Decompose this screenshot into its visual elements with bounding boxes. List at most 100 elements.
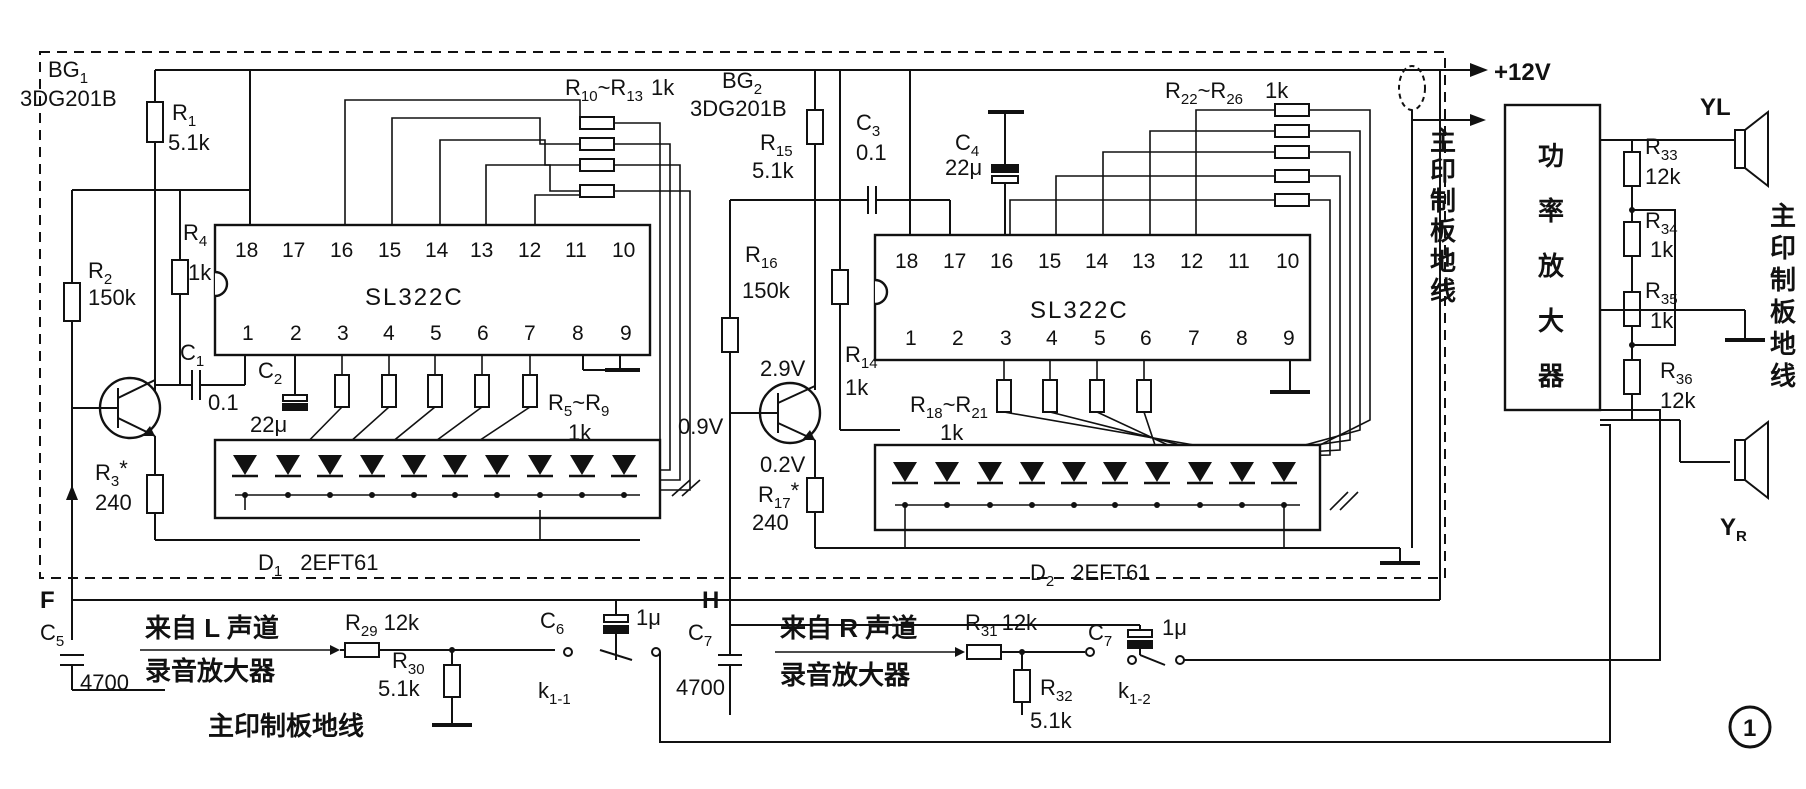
svg-text:R16: R16 xyxy=(745,242,778,272)
svg-text:22μ: 22μ xyxy=(250,412,287,437)
supply-bus: +12V xyxy=(250,59,1551,126)
svg-text:5.1k: 5.1k xyxy=(1030,708,1073,733)
supply-label: +12V xyxy=(1494,59,1551,86)
svg-text:1k: 1k xyxy=(1650,237,1674,262)
svg-text:0.2V: 0.2V xyxy=(760,452,806,477)
svg-text:R5~R9: R5~R9 xyxy=(548,390,609,420)
svg-text:15: 15 xyxy=(1038,250,1061,273)
svg-text:k1-1: k1-1 xyxy=(538,678,571,708)
right-light-arrows xyxy=(1329,491,1359,511)
svg-text:0.1: 0.1 xyxy=(208,390,239,415)
output-network: R33 12k R34 1k R35 1k R36 12k YL YR 主 印 … xyxy=(1600,94,1796,545)
amp-ground-vertical-label: 主 印 制 板 地 线 xyxy=(1770,201,1796,391)
svg-text:R30: R30 xyxy=(392,648,425,678)
svg-text:8: 8 xyxy=(1236,327,1248,350)
svg-text:6: 6 xyxy=(477,322,489,345)
sub-board-outline xyxy=(39,51,1446,579)
svg-text:板: 板 xyxy=(1430,216,1456,246)
svg-text:240: 240 xyxy=(752,510,789,535)
svg-text:C4: C4 xyxy=(955,130,979,160)
svg-text:11: 11 xyxy=(1228,250,1250,273)
svg-text:BG1: BG1 xyxy=(48,57,88,87)
svg-text:18: 18 xyxy=(235,239,258,262)
svg-text:R34: R34 xyxy=(1645,208,1678,238)
main-ground-vertical-label: 主 印 制 板 地 线 xyxy=(1411,110,1456,548)
svg-text:4700: 4700 xyxy=(676,675,725,700)
svg-text:5: 5 xyxy=(430,322,442,345)
svg-text:240: 240 xyxy=(95,490,132,515)
svg-text:地: 地 xyxy=(1770,329,1796,359)
right-ic-top-pins: 18 17 16 15 14 13 12 11 10 xyxy=(895,250,1299,273)
svg-text:R2: R2 xyxy=(88,258,112,288)
svg-text:7: 7 xyxy=(1188,327,1200,350)
svg-text:C2: C2 xyxy=(258,358,282,388)
svg-text:R32: R32 xyxy=(1040,675,1073,705)
svg-text:3: 3 xyxy=(337,322,349,345)
svg-text:17: 17 xyxy=(943,250,966,273)
svg-text:4: 4 xyxy=(383,322,395,345)
svg-text:YR: YR xyxy=(1720,514,1747,545)
svg-text:6: 6 xyxy=(1140,327,1152,350)
svg-text:C3: C3 xyxy=(856,110,880,140)
svg-text:13: 13 xyxy=(1132,250,1155,273)
svg-text:150k: 150k xyxy=(88,285,137,310)
right-input-stage: BG2 3DG201B R15 5.1k C3 0.1 C4 22μ R16 1… xyxy=(678,68,1024,600)
svg-text:22μ: 22μ xyxy=(945,155,982,180)
svg-text:线: 线 xyxy=(1770,361,1796,391)
svg-text:制: 制 xyxy=(1770,265,1796,295)
left-ic-label: SL322C xyxy=(365,284,464,311)
svg-text:R36: R36 xyxy=(1660,358,1693,388)
svg-text:功: 功 xyxy=(1538,141,1564,171)
svg-text:3DG201B: 3DG201B xyxy=(690,96,787,121)
svg-text:主印制板地线: 主印制板地线 xyxy=(208,711,364,741)
left-ic-bottom-pins: 1 2 3 4 5 6 7 8 9 xyxy=(242,322,632,345)
svg-text:印: 印 xyxy=(1770,233,1796,263)
svg-text:5.1k: 5.1k xyxy=(752,158,795,183)
svg-text:主: 主 xyxy=(1770,201,1796,231)
svg-text:C7: C7 xyxy=(688,620,712,650)
left-led-dots xyxy=(242,492,627,498)
svg-text:R33: R33 xyxy=(1645,134,1678,164)
svg-text:R1: R1 xyxy=(172,100,196,130)
svg-text:C5: C5 xyxy=(40,620,64,650)
svg-text:0.9V: 0.9V xyxy=(678,414,724,439)
svg-text:15: 15 xyxy=(378,239,401,262)
svg-text:150k: 150k xyxy=(742,278,791,303)
svg-text:k1-2: k1-2 xyxy=(1118,678,1151,708)
svg-text:14: 14 xyxy=(425,239,449,262)
svg-text:2.9V: 2.9V xyxy=(760,356,806,381)
svg-text:R17*: R17* xyxy=(758,478,800,512)
svg-text:录音放大器: 录音放大器 xyxy=(780,660,911,690)
svg-text:9: 9 xyxy=(620,322,632,345)
svg-text:4: 4 xyxy=(1046,327,1058,350)
svg-text:0.1: 0.1 xyxy=(856,140,887,165)
svg-text:制: 制 xyxy=(1430,186,1456,216)
svg-text:R3*: R3* xyxy=(95,456,128,490)
svg-text:18: 18 xyxy=(895,250,918,273)
right-ic-bottom-pins: 1 2 3 4 5 6 7 8 9 xyxy=(905,327,1295,350)
svg-text:C7: C7 xyxy=(1088,620,1112,650)
svg-text:1k: 1k xyxy=(188,260,212,285)
svg-text:F: F xyxy=(40,587,55,614)
left-light-arrows xyxy=(671,479,701,497)
svg-text:板: 板 xyxy=(1770,297,1796,327)
left-ic-top-pins: 18 17 16 15 14 13 12 11 10 xyxy=(235,239,635,262)
svg-text:12k: 12k xyxy=(1660,388,1696,413)
svg-text:放: 放 xyxy=(1537,251,1565,281)
svg-text:BG2: BG2 xyxy=(722,68,762,98)
speaker-left-icon: YL xyxy=(1700,94,1769,189)
svg-text:R15: R15 xyxy=(760,130,793,160)
svg-text:5: 5 xyxy=(1094,327,1106,350)
svg-text:R35: R35 xyxy=(1645,278,1678,308)
svg-text:地: 地 xyxy=(1430,246,1456,276)
svg-text:1: 1 xyxy=(1743,715,1756,742)
power-amplifier: 功 率 放 大 器 xyxy=(1503,103,1602,412)
svg-text:印: 印 xyxy=(1430,156,1456,186)
svg-text:16: 16 xyxy=(990,250,1013,273)
svg-text:17: 17 xyxy=(282,239,305,262)
svg-text:1: 1 xyxy=(242,322,254,345)
figure-number: 1 xyxy=(1728,705,1772,749)
